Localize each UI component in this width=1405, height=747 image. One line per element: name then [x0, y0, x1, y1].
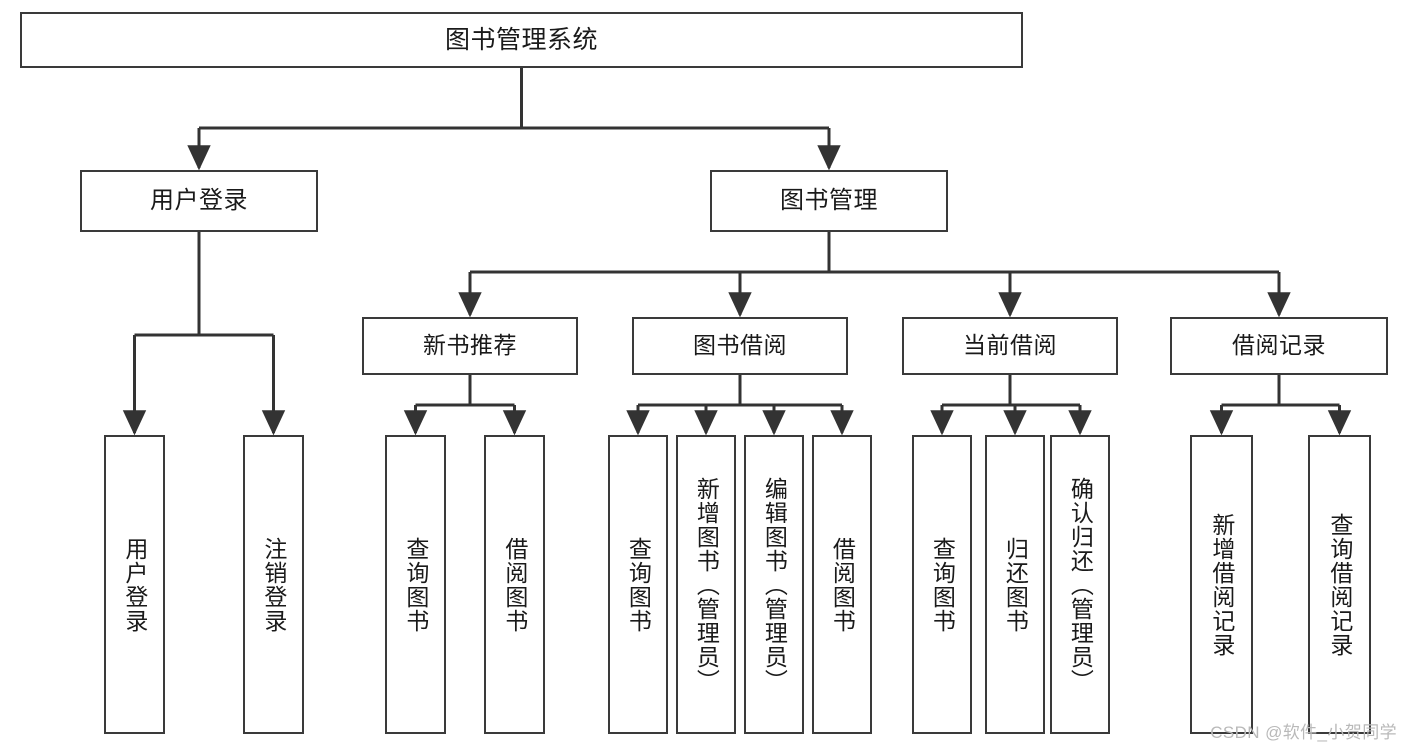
node-root[interactable]: 图书管理系统 [20, 12, 1023, 68]
node-label: 归还图书 [1002, 536, 1029, 633]
node-label: 确认归还（管理员） [1067, 476, 1094, 693]
node-label: 当前借阅 [963, 332, 1057, 359]
node-leaf-edit-book[interactable]: 编辑图书（管理员） [744, 435, 804, 734]
node-label: 查询图书 [625, 536, 652, 633]
node-label: 借阅图书 [501, 536, 528, 633]
node-current-borrow[interactable]: 当前借阅 [902, 317, 1118, 375]
node-label: 注销登录 [260, 536, 287, 633]
node-label: 新书推荐 [423, 332, 517, 359]
connector-group [122, 68, 1352, 436]
node-label: 查询图书 [929, 536, 956, 633]
node-leaf-query-book-2[interactable]: 查询图书 [608, 435, 668, 734]
node-leaf-add-record[interactable]: 新增借阅记录 [1190, 435, 1253, 734]
node-label: 图书借阅 [693, 332, 787, 359]
node-leaf-user-login[interactable]: 用户登录 [104, 435, 165, 734]
node-label: 图书管理系统 [444, 26, 598, 54]
node-book-manage[interactable]: 图书管理 [710, 170, 948, 232]
node-borrow-record[interactable]: 借阅记录 [1170, 317, 1388, 375]
node-label: 用户登录 [150, 186, 248, 214]
node-book-borrow[interactable]: 图书借阅 [632, 317, 848, 375]
node-leaf-query-record[interactable]: 查询借阅记录 [1308, 435, 1371, 734]
node-user-login[interactable]: 用户登录 [80, 170, 318, 232]
node-leaf-borrow-book-2[interactable]: 借阅图书 [812, 435, 872, 734]
node-label: 编辑图书（管理员） [761, 476, 788, 693]
node-label: 新增图书（管理员） [693, 476, 720, 693]
node-new-book-rec[interactable]: 新书推荐 [362, 317, 578, 375]
node-leaf-confirm-return[interactable]: 确认归还（管理员） [1050, 435, 1110, 734]
node-leaf-query-book-3[interactable]: 查询图书 [912, 435, 972, 734]
node-leaf-return-book[interactable]: 归还图书 [985, 435, 1045, 734]
node-label: 借阅图书 [829, 536, 856, 633]
node-leaf-borrow-book-1[interactable]: 借阅图书 [484, 435, 545, 734]
node-label: 查询借阅记录 [1326, 512, 1353, 657]
node-leaf-logout[interactable]: 注销登录 [243, 435, 304, 734]
node-leaf-add-book[interactable]: 新增图书（管理员） [676, 435, 736, 734]
node-label: 查询图书 [402, 536, 429, 633]
node-label: 借阅记录 [1232, 332, 1326, 359]
node-label: 新增借阅记录 [1208, 512, 1235, 657]
node-label: 用户登录 [121, 536, 148, 633]
node-leaf-query-book-1[interactable]: 查询图书 [385, 435, 446, 734]
node-label: 图书管理 [780, 186, 878, 214]
